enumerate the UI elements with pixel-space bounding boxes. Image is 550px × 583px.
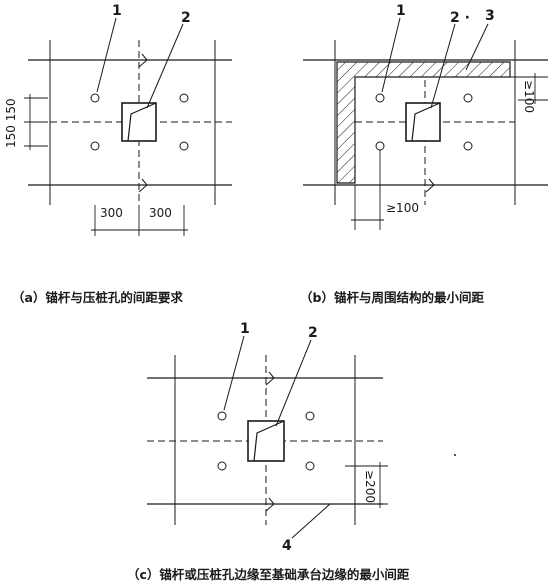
stray-dot bbox=[454, 454, 456, 456]
caption-b: （b）锚杆与周围结构的最小间距 bbox=[300, 290, 484, 305]
c-pile-hole bbox=[247, 420, 285, 462]
a-leader-1 bbox=[96, 17, 117, 93]
a-top-break-mark bbox=[138, 53, 148, 68]
a-dim-bottom-left: 300 bbox=[100, 206, 123, 220]
c-pile-hole-break-line bbox=[253, 420, 285, 462]
b-dim-right: ≥100 bbox=[522, 80, 536, 113]
c-leader-4 bbox=[291, 503, 331, 539]
c-leader-1 bbox=[223, 335, 245, 411]
a-label-1: 1 bbox=[112, 3, 122, 19]
b-surrounding-structure bbox=[336, 61, 511, 184]
b-leader-3 bbox=[465, 23, 489, 71]
a-anchor-hole bbox=[90, 141, 100, 151]
c-anchor-hole bbox=[305, 461, 315, 471]
a-dim-left: 150 150 bbox=[4, 98, 18, 148]
b-pile-hole bbox=[405, 102, 441, 142]
caption-c: （c）锚杆或压桩孔边缘至基础承台边缘的最小间距 bbox=[127, 567, 410, 582]
b-label-2: 2 · bbox=[450, 10, 470, 26]
caption-a: （a）锚杆与压桩孔的间距要求 bbox=[12, 290, 183, 305]
b-anchor-hole bbox=[463, 93, 473, 103]
a-bottom-break-mark bbox=[138, 178, 148, 193]
a-anchor-hole bbox=[179, 141, 189, 151]
panel-b: 1 2 · 3 ≥100 ≥100 bbox=[303, 3, 548, 230]
c-label-2: 2 bbox=[308, 325, 318, 341]
panel-c: 1 2 4 ≥200 bbox=[147, 321, 456, 554]
c-bottom-break-mark bbox=[265, 497, 275, 512]
c-label-1: 1 bbox=[240, 321, 250, 337]
c-anchor-hole bbox=[305, 411, 315, 421]
c-label-4: 4 bbox=[282, 538, 292, 554]
c-dim-right: ≥200 bbox=[363, 470, 377, 503]
c-anchor-hole bbox=[217, 411, 227, 421]
b-leader-2 bbox=[430, 23, 456, 109]
panel-a: 1 2 150 150 300 300 bbox=[4, 3, 232, 236]
b-bottom-break-mark bbox=[425, 178, 435, 193]
b-anchor-hole bbox=[463, 141, 473, 151]
a-pile-hole bbox=[121, 102, 157, 142]
c-leader-2 bbox=[275, 339, 312, 427]
b-anchor-hole bbox=[375, 141, 385, 151]
b-leader-1 bbox=[381, 17, 401, 93]
a-leader-2 bbox=[146, 23, 184, 109]
c-anchor-hole bbox=[217, 461, 227, 471]
c-top-break-mark bbox=[265, 371, 275, 386]
b-anchor-hole bbox=[375, 93, 385, 103]
a-dim-bottom-right: 300 bbox=[149, 206, 172, 220]
b-dim-bottom: ≥100 bbox=[386, 201, 419, 215]
a-anchor-hole bbox=[90, 93, 100, 103]
b-label-1: 1 bbox=[396, 3, 406, 19]
a-anchor-hole bbox=[179, 93, 189, 103]
b-label-3: 3 bbox=[485, 8, 495, 24]
a-label-2: 2 bbox=[181, 10, 191, 26]
